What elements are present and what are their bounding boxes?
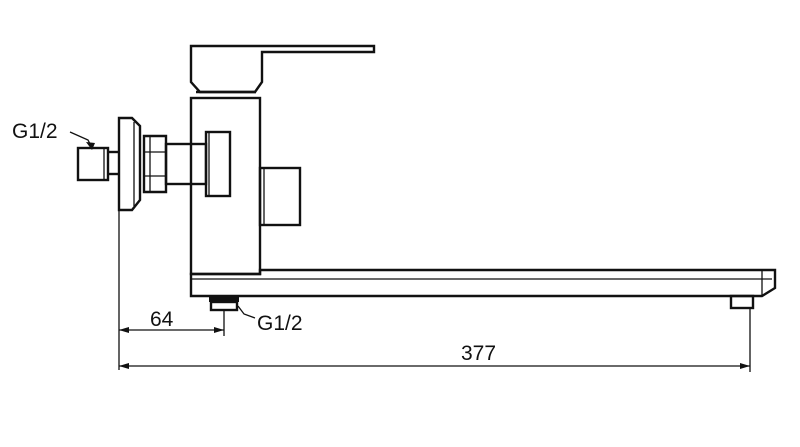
eccentric-connector (76, 146, 119, 182)
bottom-outlet (209, 296, 239, 312)
connecting-pipe (164, 142, 208, 186)
dimension-offset-value: 64 (150, 308, 174, 331)
spout (189, 268, 777, 298)
front-knob (204, 130, 232, 198)
diverter-knob (258, 166, 302, 227)
mixer-lever (189, 44, 376, 94)
inlet-thread-label-group: G1/2 (12, 120, 95, 150)
inlet-thread-label: G1/2 (12, 120, 58, 143)
dimension-overall-value: 377 (461, 342, 496, 365)
dimension-377: 377 (119, 308, 751, 372)
dimension-64: 64 (118, 210, 225, 370)
hex-nut (142, 134, 168, 194)
outlet-thread-label: G1/2 (257, 312, 303, 335)
wall-flange (117, 116, 142, 212)
outlet-thread-label-group: G1/2 (237, 305, 303, 335)
aerator (729, 294, 755, 310)
